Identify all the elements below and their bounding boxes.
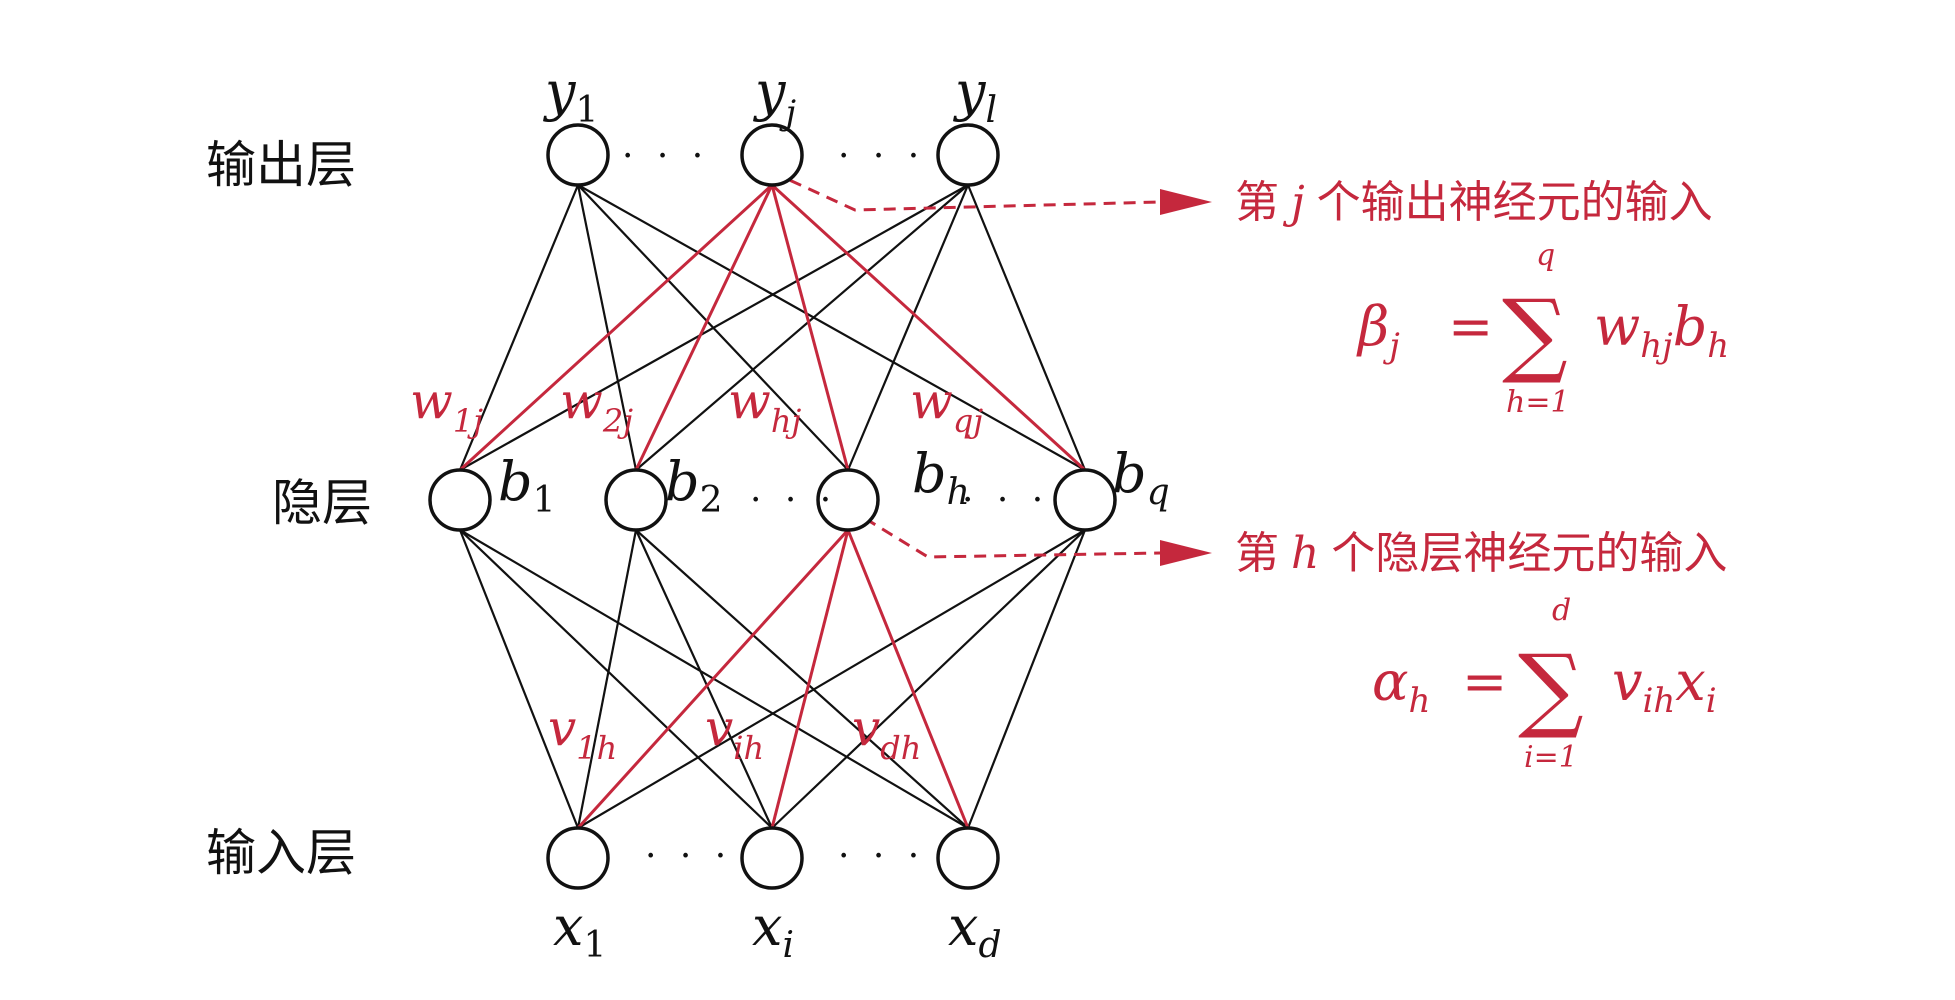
input-node-label-xi: xi xyxy=(752,895,794,966)
alpha-sum-upper: d xyxy=(1552,593,1571,628)
alpha-equals: = xyxy=(1462,650,1507,713)
output-ellipsis-right: · · · xyxy=(838,136,925,177)
hidden-pointer-arrowhead xyxy=(1160,540,1212,566)
edge-highlight-b2-yj xyxy=(634,184,774,471)
hidden-ellipsis-right: · · · xyxy=(962,480,1049,521)
edges-layer xyxy=(458,183,1087,830)
edge-b2-yl xyxy=(635,184,969,471)
weight-label-vih: vih xyxy=(705,699,764,767)
edge-bh-y1 xyxy=(577,184,849,471)
edge-b2-y1 xyxy=(576,184,638,471)
hidden-node-label-b2: b2 xyxy=(665,450,722,521)
edge-highlight-bh-yj xyxy=(770,184,850,471)
edge-xi-bq xyxy=(771,529,1086,829)
beta-lhs: βj xyxy=(1356,295,1400,366)
nodes-layer xyxy=(428,123,1117,890)
weight-label-whj: whj xyxy=(728,372,801,440)
hidden-ellipsis-left: · · · xyxy=(750,480,837,521)
hidden-node-label-b1: b1 xyxy=(498,450,555,521)
edge-x1-bq xyxy=(577,529,1086,829)
input-ellipsis-left: · · · xyxy=(645,836,732,877)
output-pointer-dash xyxy=(771,170,1161,212)
input-node-xd xyxy=(936,826,1000,890)
beta-sum-lower: h=1 xyxy=(1506,385,1570,420)
weight-label-vdh: vdh xyxy=(852,699,921,767)
edge-highlight-b1-yj xyxy=(458,183,774,472)
edge-x1-b1 xyxy=(458,529,580,829)
output-node-label-yl: yl xyxy=(953,60,997,131)
input-node-label-x1: x1 xyxy=(553,895,606,966)
edge-x1-b2 xyxy=(576,529,638,829)
alpha-term: vihxi xyxy=(1612,650,1717,721)
alpha-sum-lower: i=1 xyxy=(1524,740,1578,775)
beta-sum-sign: ∑ xyxy=(1502,280,1568,387)
beta-equals: = xyxy=(1448,295,1493,358)
weight-label-v1h: v1h xyxy=(548,699,617,767)
edge-b1-y1 xyxy=(458,184,580,471)
edge-bh-yl xyxy=(846,184,970,471)
output-node-y1 xyxy=(546,123,610,187)
edge-bq-y1 xyxy=(577,184,1086,471)
edge-xi-b1 xyxy=(459,529,773,829)
output-node-label-yj: yj xyxy=(753,60,797,133)
hidden-layer-label: 隐层 xyxy=(272,474,372,532)
hidden-node-label-bq: bq xyxy=(1112,442,1170,513)
edge-highlight-xd-bh xyxy=(846,529,970,829)
input-node-label-xd: xd xyxy=(948,895,1002,966)
output-layer-label: 输出层 xyxy=(206,136,356,194)
hidden-node-b1 xyxy=(428,468,492,532)
output-pointer-arrowhead xyxy=(1160,189,1212,215)
edge-highlight-xi-bh xyxy=(770,529,850,829)
annotation-pointers xyxy=(771,170,1212,566)
input-layer-label: 输入层 xyxy=(206,824,356,882)
alpha-lhs: αh xyxy=(1372,650,1430,721)
weight-label-w1j: w1j xyxy=(410,372,483,440)
output-node-yl xyxy=(936,123,1000,187)
output-input-formula: βj = ∑ q h=1 whjbh xyxy=(1356,238,1729,420)
hidden-node-b2 xyxy=(604,468,668,532)
weight-label-wqj: wqj xyxy=(910,372,983,440)
alpha-sum-sign: ∑ xyxy=(1518,635,1584,742)
output-node-yj xyxy=(740,123,804,187)
beta-term: whjbh xyxy=(1594,295,1729,366)
beta-sum-upper: q xyxy=(1536,238,1555,273)
edge-xd-bq xyxy=(966,529,1087,829)
hidden-node-bq xyxy=(1053,468,1117,532)
edge-highlight-bq-yj xyxy=(770,183,1087,472)
input-node-xi xyxy=(740,826,804,890)
hidden-pointer-dash xyxy=(847,506,1161,559)
hidden-node-bh xyxy=(816,468,880,532)
edge-highlight-x1-bh xyxy=(576,528,850,830)
output-ellipsis-left: · · · xyxy=(622,136,709,177)
hidden-input-formula: αh = ∑ d i=1 vihxi xyxy=(1372,593,1717,775)
edge-bq-yl xyxy=(966,184,1087,471)
edge-xd-b2 xyxy=(635,529,969,829)
edge-xi-b2 xyxy=(634,529,774,829)
weight-label-w2j: w2j xyxy=(560,372,633,440)
output-node-label-y1: y1 xyxy=(543,60,598,131)
hidden-node-label-bh: bh xyxy=(912,442,970,513)
input-ellipsis-right: · · · xyxy=(838,836,925,877)
input-node-x1 xyxy=(546,826,610,890)
